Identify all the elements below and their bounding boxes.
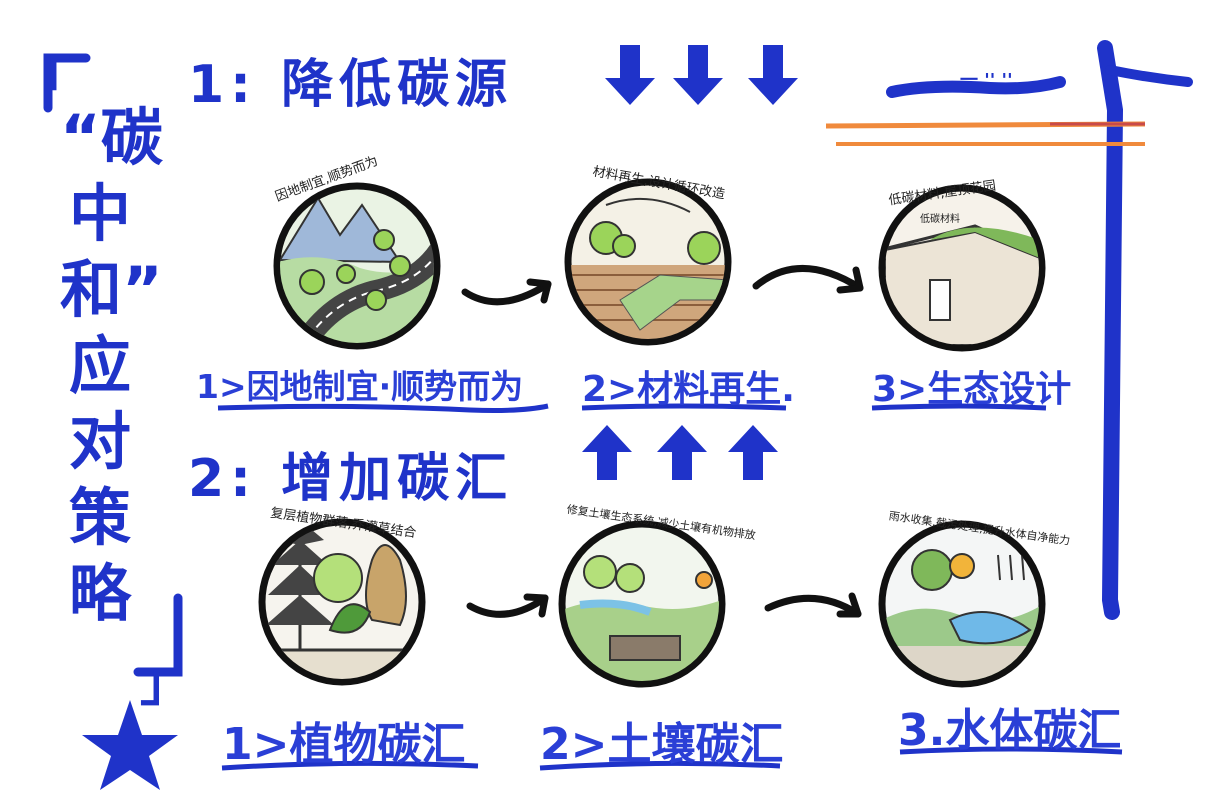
label-underline (581, 403, 787, 411)
section-title-increase-carbon-sink: 2: 增加碳汇 (188, 449, 514, 509)
down-arrow-icon (673, 45, 723, 105)
step-label: 3.水体碳汇 (898, 705, 1122, 756)
up-arrow-icon (728, 425, 778, 480)
section-title-reduce-carbon-source: 1: 降低碳源 (188, 55, 514, 115)
side-title: “碳 中 和” 应 对 策 略 (60, 100, 163, 632)
illustration-plant-layers (258, 518, 426, 686)
flow-arrow-icon (461, 280, 552, 306)
flow-arrow-icon (466, 594, 549, 618)
up-arrow-icon (582, 425, 632, 480)
label-underline (221, 760, 479, 771)
flow-arrows (461, 265, 864, 618)
illustration-mountain-road (273, 182, 441, 350)
side-title-close-bracket: 」 (140, 653, 193, 713)
step-label: 1>植物碳汇 (222, 719, 466, 770)
up-arrows (582, 425, 778, 480)
step-label: 1>因地制宜·顺势而为 (196, 367, 524, 406)
step-label: 2>土壤碳汇 (540, 719, 784, 770)
side-title-char: 中 (68, 177, 131, 250)
step-label: 2>材料再生. (582, 369, 795, 410)
scribble-stroke (1105, 65, 1193, 87)
label-underline (899, 746, 1123, 755)
side-title-char: 对 (68, 405, 131, 478)
up-arrow-icon (657, 425, 707, 480)
illustration-green-roof (878, 184, 1046, 352)
down-arrow-icon (748, 45, 798, 105)
flow-arrow-icon (764, 594, 862, 618)
illustration-water (878, 520, 1046, 688)
illustration-soil (558, 520, 726, 688)
top-right-note: 一 '' '' (960, 70, 1013, 91)
illustration-wood-deck (564, 178, 732, 346)
side-title-char: “碳 (60, 101, 163, 174)
building-sign: 低碳材料 (920, 214, 960, 225)
label-underline (539, 760, 781, 771)
step-label: 3>生态设计 (872, 369, 1072, 410)
scribble-stroke (1097, 40, 1124, 620)
down-arrows (605, 45, 798, 105)
star-icon (82, 700, 178, 790)
side-title-char: 应 (68, 329, 131, 402)
scribble-stroke (886, 76, 1066, 98)
close-corner-bracket (133, 593, 183, 677)
label-underline (871, 403, 1047, 411)
side-title-char: 略 (68, 557, 131, 630)
flow-arrow-icon (752, 265, 864, 292)
open-corner-bracket (43, 53, 91, 113)
down-arrow-icon (605, 45, 655, 105)
side-title-char: 策 (68, 481, 131, 554)
side-title-char: 和” (60, 253, 163, 326)
side-title-open-bracket: 「 (18, 53, 71, 113)
label-underline (217, 403, 549, 413)
